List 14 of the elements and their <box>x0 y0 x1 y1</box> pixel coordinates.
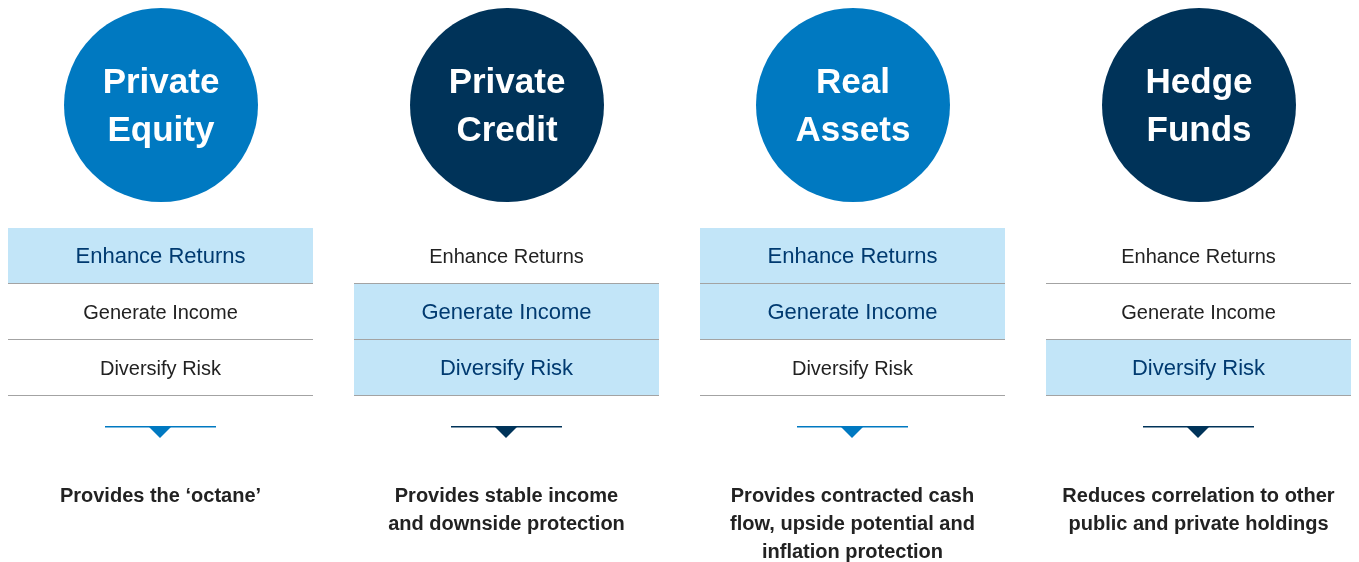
description-text: Provides the ‘octane’ <box>10 481 311 509</box>
highlighted-row: Generate Income <box>700 284 1005 340</box>
table-row: Diversify Risk <box>700 340 1005 396</box>
highlighted-row: Enhance Returns <box>700 228 1005 284</box>
table-row: Enhance Returns <box>1046 228 1351 284</box>
description-text: Provides stable income and downside protection <box>374 481 639 537</box>
table-row: Diversify Risk <box>8 340 313 396</box>
table-row: Generate Income <box>8 284 313 340</box>
description-text: Provides contracted cash flow, upside potential and inflation protection <box>720 481 985 562</box>
highlighted-row: Generate Income <box>354 284 659 340</box>
highlighted-row: Diversify Risk <box>354 340 659 396</box>
highlighted-row: Diversify Risk <box>1046 340 1351 396</box>
description-text: Reduces correlation to other public and private holdings <box>1043 481 1354 537</box>
highlighted-row: Enhance Returns <box>8 228 313 284</box>
